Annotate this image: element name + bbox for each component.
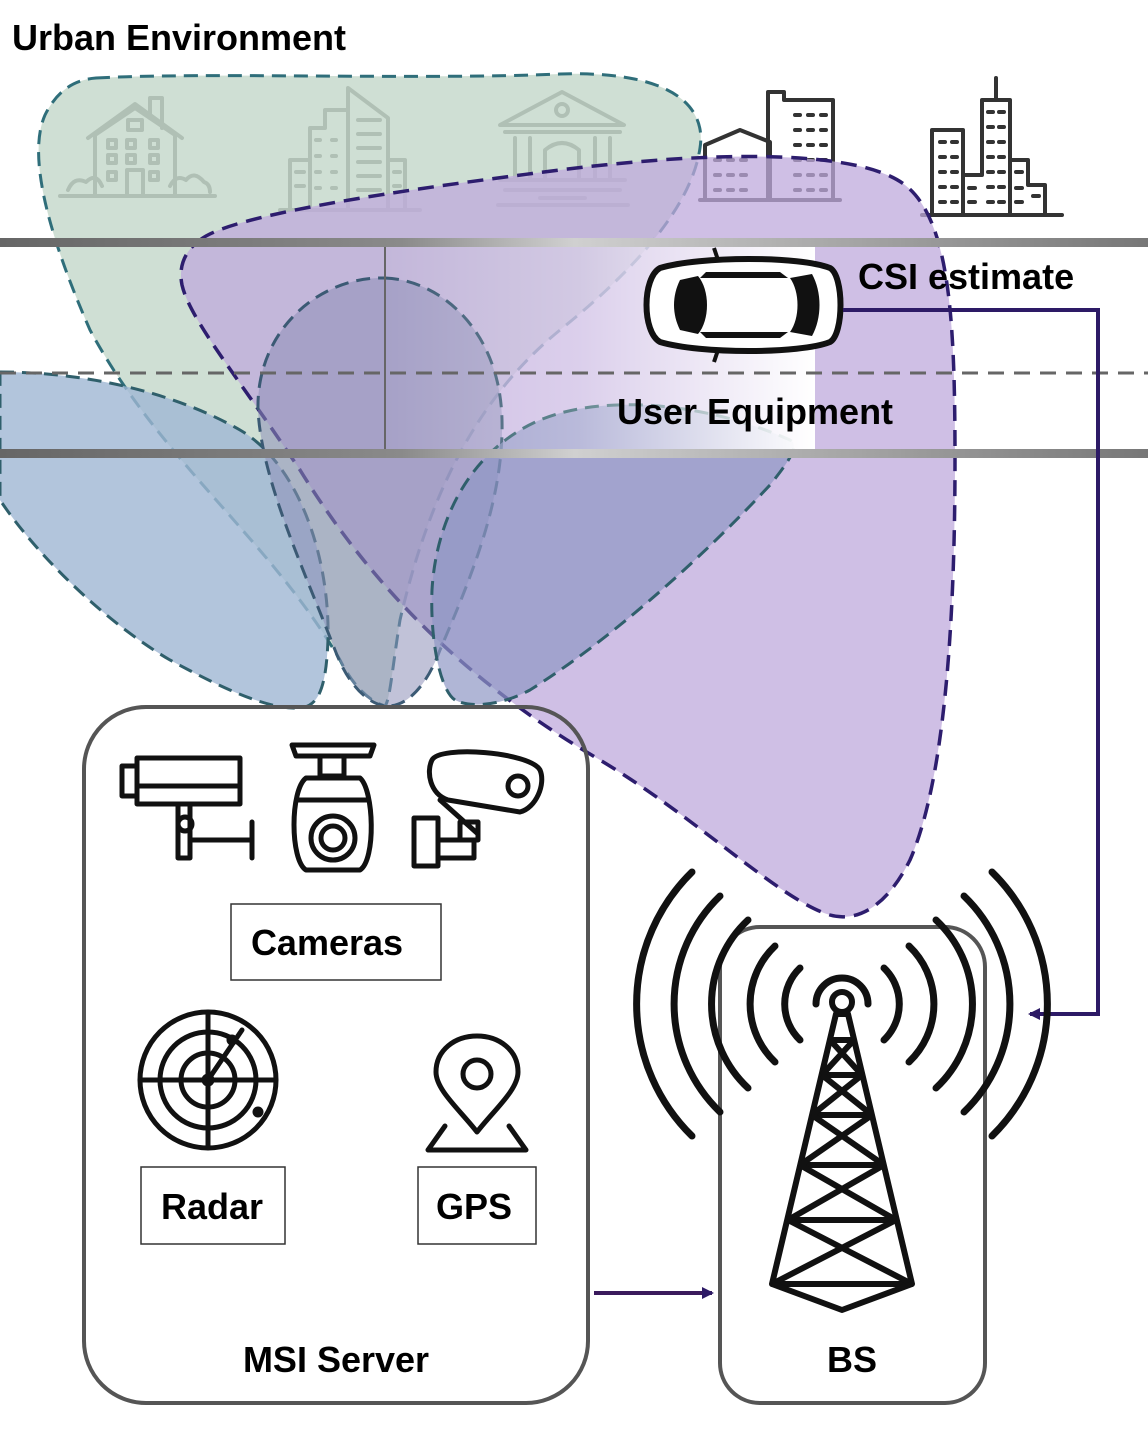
msi-server-label: MSI Server [243,1339,429,1380]
msi-server-box [82,705,590,1405]
box-camera-icon [119,755,255,861]
skyscraper-icon [920,76,1064,217]
gps-label-box [417,1166,537,1245]
gps-label: GPS [436,1186,512,1227]
csi-estimate-label: CSI estimate [858,256,1074,297]
bs-label: BS [827,1339,877,1380]
radar-label: Radar [161,1186,263,1227]
bs-box [718,925,987,1405]
cameras-label: Cameras [251,922,403,963]
road [0,238,1148,458]
dome-camera-icon [289,742,377,873]
user-equipment-label: User Equipment [617,391,893,432]
csi-link-arrow [843,308,1100,1020]
radar-icon [137,1009,279,1151]
page-title: Urban Environment [12,17,346,58]
radar-label-box [140,1166,286,1245]
bullet-camera-icon [411,749,545,869]
map-pin-icon [425,1033,529,1153]
cell-tower-icon [633,868,1051,1313]
cameras-label-box [230,903,442,981]
car-icon [643,247,844,363]
